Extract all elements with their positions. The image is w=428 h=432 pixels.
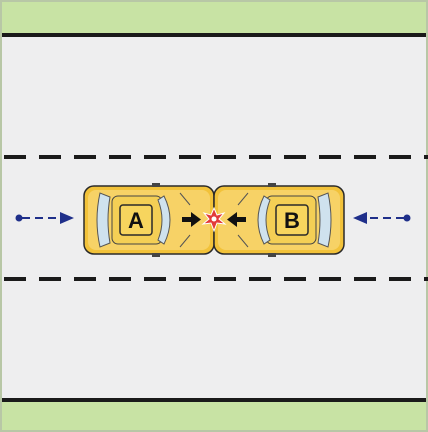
grass-top [0,0,428,34]
car-b-label: B [284,208,300,233]
motion-arrow-icon [353,212,411,224]
force-arrow-icon [227,212,246,227]
car-b-label-box [275,204,309,236]
impact-star-icon [201,206,227,233]
road-edge-top [0,33,428,37]
motion-arrow-icon [15,212,74,224]
car-b: B [213,183,345,257]
car-a: A [83,183,215,257]
car-a-label-box [119,204,153,236]
road-edge-bottom [0,398,428,402]
car-a-label: A [128,208,144,233]
force-arrow-icon [182,212,201,227]
grass-bottom [0,401,428,432]
